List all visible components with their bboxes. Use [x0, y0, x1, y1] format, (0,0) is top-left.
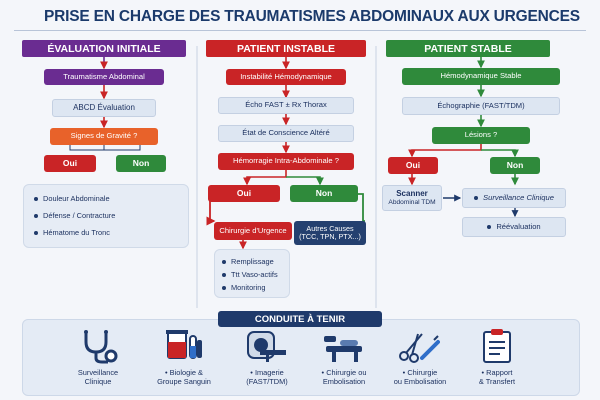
- node-abcd-evaluation: ABCD Évaluation: [52, 99, 156, 117]
- node-chirurgie-urgence: Chirurgie d'Urgence: [214, 222, 292, 240]
- management-list: Remplissage Ttt Vaso-actifs Monitoring: [222, 258, 288, 296]
- conduite-item-rapport: • Rapport& Transfert: [478, 368, 516, 387]
- node-hemorragie-intra-abdominale: Hémorragie Intra-Abdominale ?: [218, 153, 354, 170]
- bullet-icon: [34, 214, 38, 219]
- bullet-icon: [222, 286, 226, 291]
- title-divider: [14, 30, 586, 31]
- list-item: Remplissage: [222, 258, 274, 265]
- node-scanner-abdominal: Scanner Abdominal TDM: [382, 185, 442, 211]
- bullet-icon: [487, 225, 492, 229]
- header-evaluation-initiale: ÉVALUATION INITIALE: [22, 40, 186, 57]
- header-patient-instable: PATIENT INSTABLE: [206, 40, 366, 57]
- node-signes-gravite: Signes de Gravité ?: [50, 128, 158, 145]
- node-autres-causes: Autres Causes (TCC, TPN, PTX...): [294, 221, 366, 245]
- bullet-icon: [34, 197, 38, 202]
- lab-tubes-icon: [166, 330, 202, 359]
- header-patient-stable: PATIENT STABLE: [386, 40, 550, 57]
- node-reevaluation: Réévaluation: [462, 217, 566, 237]
- ct-scanner-icon: [247, 331, 286, 362]
- clipboard-icon: [483, 329, 511, 363]
- bullet-icon: [222, 273, 226, 278]
- node-lesions-non: Non: [490, 157, 540, 174]
- surgical-tools-icon: [399, 333, 440, 363]
- conduite-item-biologie: • Biologie &Groupe Sanguin: [157, 368, 211, 387]
- page-title: PRISE EN CHARGE DES TRAUMATISMES ABDOMIN…: [44, 8, 580, 25]
- bullet-icon: [474, 196, 479, 200]
- node-hemorragie-oui: Oui: [208, 185, 280, 202]
- node-signes-non: Non: [116, 155, 166, 172]
- bullet-icon: [34, 231, 38, 236]
- node-signes-oui: Oui: [44, 155, 96, 172]
- conduite-item-imagerie: • Imagerie(FAST/TDM): [246, 368, 288, 387]
- conduite-header: CONDUITE À TENIR: [218, 311, 382, 327]
- list-item: Douleur Abdominale: [34, 195, 110, 202]
- management-panel: Remplissage Ttt Vaso-actifs Monitoring: [214, 249, 290, 298]
- node-etat-conscience: État de Conscience Altéré: [218, 125, 354, 142]
- node-surveillance-clinique: Surveillance Clinique: [462, 188, 566, 208]
- node-echo-fast: Écho FAST ± Rx Thorax: [218, 97, 354, 114]
- list-item: Ttt Vaso-actifs: [222, 271, 278, 278]
- operating-table-icon: [324, 336, 362, 362]
- symptoms-list: Douleur Abdominale Défense / Contracture…: [34, 195, 184, 241]
- node-traumatisme-abdominal: Traumatisme Abdominal: [44, 69, 164, 85]
- list-item: Hématome du Tronc: [34, 229, 110, 236]
- stethoscope-icon: [84, 330, 118, 364]
- node-echographie: Échographie (FAST/TDM): [402, 97, 560, 115]
- bullet-icon: [222, 260, 226, 265]
- list-item: Défense / Contracture: [34, 212, 115, 219]
- node-instabilite-hemodynamique: Instabilité Hémodynamique: [226, 69, 346, 85]
- node-lesions: Lésions ?: [432, 127, 530, 144]
- list-item: Monitoring: [222, 284, 266, 291]
- node-lesions-oui: Oui: [388, 157, 438, 174]
- symptoms-panel: Douleur Abdominale Défense / Contracture…: [23, 184, 189, 248]
- node-hemodynamique-stable: Hémodynamique Stable: [402, 68, 560, 85]
- node-hemorragie-non: Non: [290, 185, 358, 202]
